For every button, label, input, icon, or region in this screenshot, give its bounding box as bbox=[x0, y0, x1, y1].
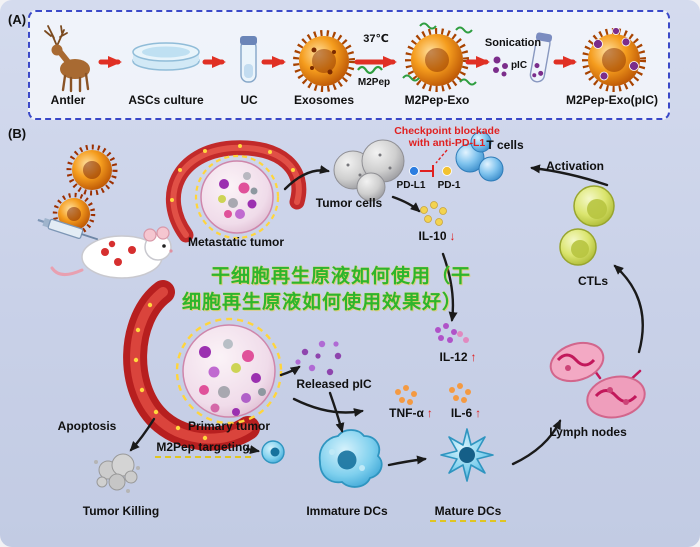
metastatic-tumor-illustration bbox=[165, 140, 307, 243]
immature-dc-illustration bbox=[318, 429, 383, 488]
il6-arrow: ↑ bbox=[475, 406, 482, 420]
il12-dots-icon bbox=[435, 323, 469, 343]
tnf-text: TNF-α bbox=[389, 406, 424, 420]
mature-dc-illustration bbox=[440, 428, 494, 482]
mouse-illustration bbox=[50, 226, 173, 279]
label-mature-dcs: Mature DCs bbox=[434, 504, 502, 518]
il6-dots-icon bbox=[449, 383, 471, 403]
tnf-arrow: ↑ bbox=[426, 406, 433, 420]
arrow-tumor-to-released-pic bbox=[279, 365, 301, 377]
label-checkpoint-line1: Checkpoint blockade bbox=[394, 125, 500, 137]
label-sonication: Sonication bbox=[484, 37, 542, 49]
label-m2pep: M2Pep bbox=[357, 77, 391, 88]
label-t-cells: T cells bbox=[486, 138, 524, 152]
label-pic: pIC bbox=[510, 60, 528, 71]
label-pd-l1: PD-L1 bbox=[396, 180, 426, 191]
arrow-metastatic-to-tumor-cells bbox=[283, 165, 330, 191]
arrow-tumor-to-tnf bbox=[292, 397, 364, 417]
label-tnf: TNF-α↑ bbox=[389, 406, 433, 420]
label-m2pep-targeting: M2Pep targeting bbox=[156, 440, 250, 454]
tnf-dots-icon bbox=[395, 385, 417, 405]
checkpoint-interaction-icon bbox=[409, 149, 452, 177]
panel-b-label: (B) bbox=[8, 126, 27, 141]
lymph-nodes-illustration bbox=[549, 341, 646, 419]
il10-text: IL-10 bbox=[418, 229, 447, 243]
syringe-icon bbox=[37, 217, 99, 241]
panel-a-label: (A) bbox=[8, 12, 27, 27]
label-checkpoint-line2: with anti-PD-L1 bbox=[408, 137, 486, 149]
label-lymph-nodes: Lymph nodes bbox=[549, 425, 627, 439]
tumor-killing-illustration bbox=[94, 453, 140, 493]
label-activation: Activation bbox=[545, 159, 605, 173]
label-m2pep-exo-pic: M2Pep-Exo(pIC) bbox=[565, 93, 659, 107]
arrow-tumor-cells-to-il10 bbox=[391, 195, 421, 213]
watermark-line-1: 干细胞再生原液如何使用（干 bbox=[210, 266, 472, 287]
arrow-immature-to-mature-dc bbox=[387, 455, 427, 467]
label-tumor-cells: Tumor cells bbox=[315, 196, 383, 210]
il6-text: IL-6 bbox=[450, 406, 473, 420]
label-uc: UC bbox=[240, 93, 258, 107]
label-antler: Antler bbox=[50, 93, 86, 107]
label-ctls: CTLs bbox=[578, 274, 608, 288]
label-primary-tumor: Primary tumor bbox=[187, 419, 271, 433]
label-exosomes: Exosomes bbox=[293, 93, 355, 107]
il10-dots-icon bbox=[420, 201, 447, 226]
label-apoptosis: Apoptosis bbox=[57, 419, 117, 433]
tumor-cells-illustration bbox=[333, 139, 405, 202]
label-il6: IL-6↑ bbox=[450, 406, 482, 420]
label-immature-dcs: Immature DCs bbox=[306, 504, 388, 518]
virus-particle-icon bbox=[52, 144, 118, 236]
arrow-pic-to-immature-dc bbox=[328, 391, 345, 433]
released-pic-dots-icon bbox=[295, 340, 342, 376]
primary-tumor-illustration bbox=[123, 280, 283, 451]
ctl-cells-illustration bbox=[559, 185, 615, 266]
arrow-lymph-to-ctls bbox=[613, 264, 644, 354]
label-ascs-culture: ASCs culture bbox=[128, 93, 204, 107]
watermark-underline bbox=[155, 456, 251, 458]
label-metastatic-tumor: Metastatic tumor bbox=[187, 235, 285, 249]
label-m2pep-exo: M2Pep-Exo bbox=[404, 93, 470, 107]
label-temperature: 37℃ bbox=[363, 33, 389, 45]
il12-arrow: ↑ bbox=[470, 350, 477, 364]
label-pd-1: PD-1 bbox=[437, 180, 461, 191]
macrophage-cell-icon bbox=[261, 440, 285, 464]
il10-arrow: ↓ bbox=[449, 229, 456, 243]
label-il12: IL-12↑ bbox=[439, 350, 477, 364]
watermark-line-2: 细胞再生原液如何使用效果好） bbox=[181, 292, 463, 313]
label-released-pic: Released pIC bbox=[296, 377, 372, 391]
label-tumor-killing: Tumor Killing bbox=[82, 504, 160, 518]
arrow-tumor-to-apoptosis bbox=[129, 417, 156, 452]
il12-text: IL-12 bbox=[439, 350, 468, 364]
label-il10: IL-10↓ bbox=[418, 229, 456, 243]
watermark-underline bbox=[430, 520, 506, 522]
